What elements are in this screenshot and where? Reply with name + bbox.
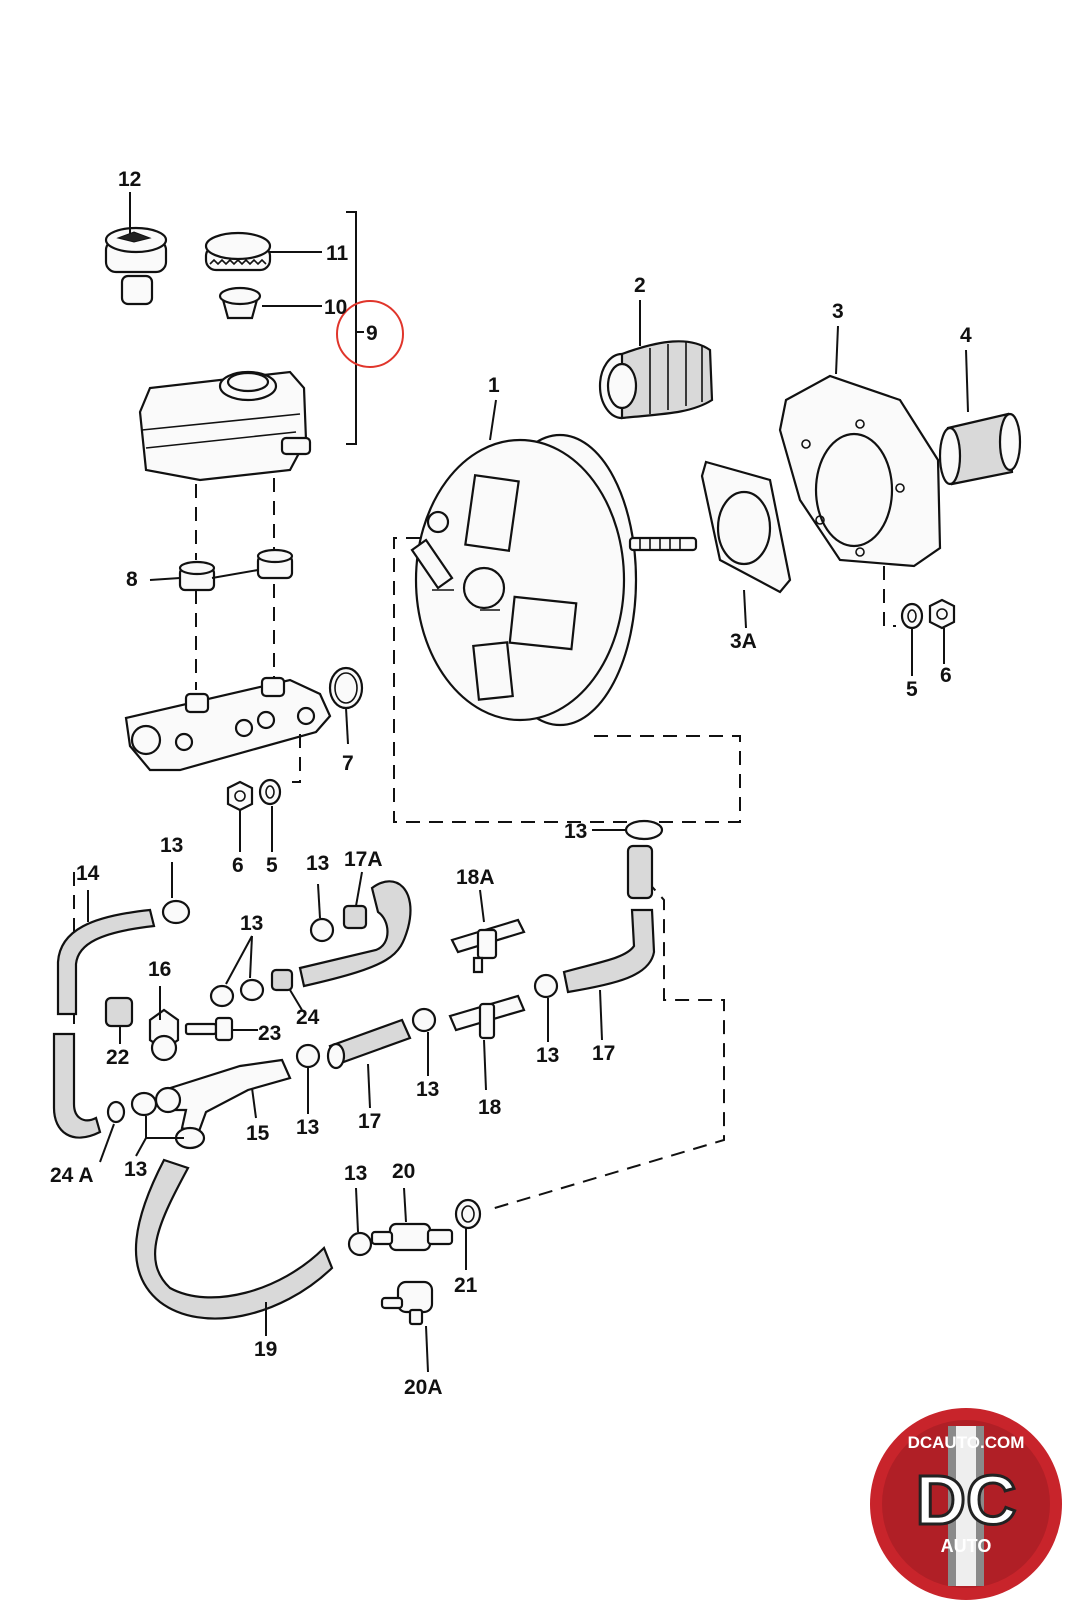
callout-13: 13 [124,1158,147,1181]
reservoir-cap [204,231,272,272]
callout-17-right: 17 [592,1042,615,1065]
callout-13: 13 [306,852,329,875]
callout-24a: 24 A [50,1164,94,1187]
logo-bottom-text: AUTO [941,1536,992,1556]
vacuum-hose-17a [298,880,412,988]
callout-5-left: 5 [266,854,278,877]
strainer-insert [218,286,262,320]
callout-12: 12 [118,168,141,191]
callout-13: 13 [160,834,183,857]
callout-7: 7 [342,752,354,775]
brake-fluid-reservoir [138,370,312,482]
nut-21 [454,1198,482,1230]
callout-20a: 20A [404,1376,443,1399]
t-fitting-18 [448,994,526,1040]
callout-1: 1 [488,374,500,397]
callout-labels: 12 11 10 9 1 2 3 4 3A 5 6 8 7 6 5 13 14 … [50,168,972,1399]
check-valve-20 [370,1222,454,1252]
logo-mark: DC [915,1461,1016,1539]
master-cylinder [124,676,332,772]
callout-11: 11 [326,242,349,265]
t-fitting-18a [450,918,526,974]
callout-5-right: 5 [906,678,918,701]
booster-gasket [700,460,792,594]
washer-left [258,778,282,806]
callout-9: 9 [366,322,378,345]
check-valve-20a [380,1280,434,1326]
dcauto-logo: DCAUTO.COM DC AUTO [870,1408,1062,1600]
callout-22: 22 [106,1046,129,1069]
callout-6-right: 6 [940,664,952,687]
callout-4: 4 [960,324,972,347]
reservoir-grommet-left [178,560,216,592]
callout-17: 17 [358,1110,381,1133]
t-fitting-15 [154,1058,292,1136]
check-valve-16 [148,1008,180,1062]
pushrod-boot [598,340,714,420]
callout-13: 13 [344,1162,367,1185]
callout-14: 14 [76,862,100,885]
callout-18a: 18A [456,866,495,889]
callout-13: 13 [240,912,263,935]
coupling-24a [106,1100,126,1124]
callout-13: 13 [564,820,587,843]
callout-17a: 17A [344,848,383,871]
nut-right [928,598,956,630]
bolt-23 [184,1016,234,1042]
callout-2: 2 [634,274,646,297]
leader-lines [87,192,969,1373]
reservoir-grommet-right [256,548,294,580]
callout-24: 24 [296,1006,320,1029]
callout-20: 20 [392,1160,415,1183]
callout-23: 23 [258,1022,281,1045]
callout-13: 13 [296,1116,319,1139]
mounting-bracket [778,374,942,568]
coupling-24 [270,968,294,992]
vacuum-hose-24a-bend [52,1032,102,1139]
brake-booster [410,433,698,727]
hose-clamps [130,819,664,1257]
callout-18: 18 [478,1096,502,1119]
callout-21: 21 [454,1274,478,1297]
callout-6-left: 6 [232,854,244,877]
nut-left [226,780,254,812]
callout-3: 3 [832,300,844,323]
vacuum-hose-14 [56,908,156,1016]
callout-10: 10 [324,296,347,319]
callout-13: 13 [416,1078,439,1101]
logo-top-text: DCAUTO.COM [908,1433,1025,1452]
callout-3a: 3A [730,630,757,653]
callout-16: 16 [148,958,171,981]
vacuum-hose-19 [134,1158,334,1320]
vacuum-hose-17-right [562,908,656,994]
washer-right [900,602,924,630]
callout-19: 19 [254,1338,277,1361]
sleeve [938,412,1022,486]
reservoir-cap-with-sensor [104,226,168,306]
callout-8: 8 [126,568,138,591]
coupling-sleeve [104,996,134,1028]
callout-15: 15 [246,1122,270,1145]
highlight-circle [336,300,404,368]
callout-13: 13 [536,1044,559,1067]
